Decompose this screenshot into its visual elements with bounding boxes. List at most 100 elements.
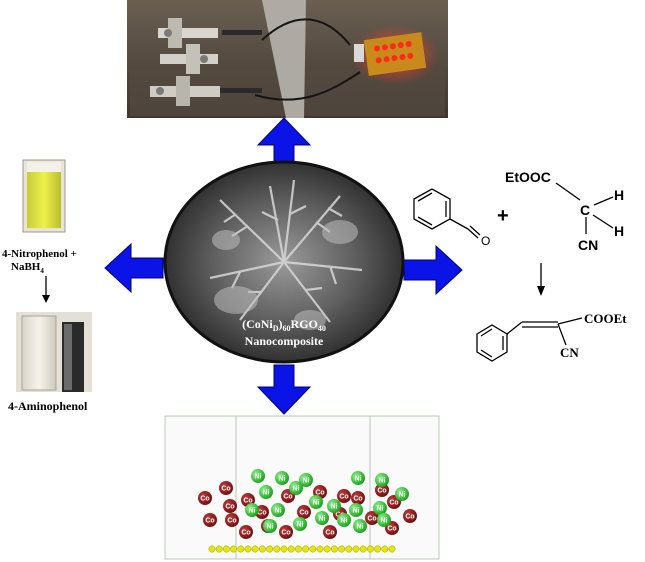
nickel-atom: [327, 499, 341, 513]
formula-sub-60: 60: [283, 324, 291, 333]
substrate-atom: [280, 545, 288, 553]
atomic-model: CoCoCoCoCoCoCoCoCoCoCoCoCoCoCoCoCoCoCoCo…: [164, 415, 440, 560]
cobalt-atom: [223, 499, 237, 513]
substrate-atom: [374, 545, 382, 553]
substrate-atom: [309, 545, 317, 553]
cobalt-atom: [203, 513, 217, 527]
cobalt-atom-label: Co: [299, 510, 308, 517]
cobalt-atom-label: Co: [377, 488, 386, 495]
arrow-left: [104, 242, 164, 294]
substrate-atom: [230, 545, 238, 553]
substrate-atom: [251, 545, 259, 553]
product-ester: COOEt: [584, 311, 627, 326]
nickel-atom: [289, 481, 303, 495]
formula-sub-d: D: [273, 324, 279, 333]
cobalt-atom: [337, 489, 351, 503]
nickel-atom-label: Ni: [279, 476, 286, 483]
hydrogen-bottom: H: [614, 223, 624, 239]
arrow-down: [256, 364, 312, 415]
nickel-atom: [395, 487, 409, 501]
cobalt-atom-label: Co: [325, 530, 334, 537]
nitrophenol-vial: [22, 159, 66, 233]
led-board: [350, 25, 440, 85]
nickel-atom-label: Ni: [313, 500, 320, 507]
plus-sign: +: [497, 205, 509, 227]
reaction-arrow-left: [42, 276, 50, 303]
cobalt-atom-label: Co: [225, 504, 234, 511]
cobalt-atom: [351, 491, 365, 505]
nickel-atom: [351, 471, 365, 485]
formula-prefix: (CoNi: [242, 317, 273, 331]
product-label: 4-Aminophenol: [8, 399, 88, 413]
cobalt-atom-label: Co: [281, 530, 290, 537]
nickel-atom-label: Ni: [303, 478, 310, 485]
substrate-atom: [273, 545, 281, 553]
substrate-atom: [244, 545, 252, 553]
cobalt-atom: [403, 509, 417, 523]
cobalt-atom-label: Co: [405, 514, 414, 521]
formula-rgo: RGO: [291, 317, 318, 331]
cobalt-atom-label: Co: [200, 496, 209, 503]
substrate-atom: [323, 545, 331, 553]
composite-name: Nanocomposite: [245, 334, 324, 348]
aminophenol-vial: [16, 312, 92, 392]
nickel-atom: [353, 519, 367, 533]
nickel-atom-label: Ni: [263, 490, 270, 497]
nickel-atom-label: Ni: [379, 478, 386, 485]
cobalt-atom-label: Co: [241, 530, 250, 537]
cobalt-atom: [365, 511, 379, 525]
cobalt-atom: [297, 505, 311, 519]
cobalt-atom-label: Co: [283, 494, 292, 501]
formula-sub-40: 40: [318, 324, 326, 333]
nickel-atom: [375, 473, 389, 487]
cobalt-atom: [375, 483, 389, 497]
cobalt-atom: [198, 491, 212, 505]
product-nitrile: CN: [560, 345, 579, 360]
substrate-atom: [366, 545, 374, 553]
substrate-atom: [330, 545, 338, 553]
nickel-atom-label: Ni: [355, 476, 362, 483]
nickel-atom-label: Ni: [319, 516, 326, 523]
nickel-atom: [337, 513, 351, 527]
nickel-atom-label: Ni: [297, 522, 304, 529]
tape-strip: [262, 0, 306, 118]
cobalt-atom-label: Co: [367, 516, 376, 523]
sem-image: [163, 160, 405, 364]
nickel-atom-label: Ni: [267, 524, 274, 531]
substrate-atom: [388, 545, 396, 553]
cobalt-atom-label: Co: [387, 526, 396, 533]
nickel-atom: [275, 471, 289, 485]
reactant-line1: 4-Nitrophenol +: [2, 248, 77, 260]
cobalt-atom-label: Co: [257, 510, 266, 517]
nickel-atom-label: Ni: [249, 508, 256, 515]
wire: [261, 18, 351, 46]
reactant-line2: NaBH4: [11, 261, 44, 275]
substrate-atom: [302, 545, 310, 553]
cobalt-atom-label: Co: [315, 490, 324, 497]
nickel-atom: [299, 473, 313, 487]
substrate-atom: [352, 545, 360, 553]
wire: [254, 71, 361, 101]
substrate-atom: [316, 545, 324, 553]
nickel-atom: [293, 517, 307, 531]
composite-formula: (CoNiD)60RGO40: [242, 317, 326, 333]
benzaldehyde-structure: [413, 188, 481, 239]
substrate-atom: [208, 545, 216, 553]
substrate-atom: [359, 545, 367, 553]
ester-group: EtOOC: [505, 169, 551, 185]
reaction-arrow-right: [537, 263, 545, 296]
nickel-atom: [259, 485, 273, 499]
cobalt-atom-label: Co: [389, 500, 398, 507]
substrate-atom: [294, 545, 302, 553]
substrate-atom: [287, 545, 295, 553]
substrate-atom: [266, 545, 274, 553]
nickel-atom: [315, 511, 329, 525]
nickel-atom: [377, 513, 391, 527]
substrate-atom: [258, 545, 266, 553]
formula-close: ): [279, 317, 283, 331]
nickel-atom-label: Ni: [255, 474, 262, 481]
nickel-atom: [349, 503, 363, 517]
nickel-atom: [373, 501, 387, 515]
substrate-atom: [345, 545, 353, 553]
